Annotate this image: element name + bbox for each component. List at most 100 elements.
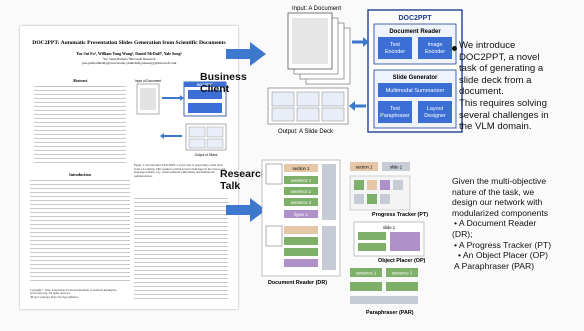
multimodal-summarizer-box	[378, 83, 452, 97]
research-label-line-1: Research	[220, 168, 268, 180]
business-client-label: Business Client	[200, 71, 247, 95]
dr-sentence-rows: sentence 1 sentence 2 sentence 3	[284, 176, 318, 206]
mini-output-label: Output of Slides	[195, 153, 218, 157]
business-label-line-1: Business	[200, 71, 247, 83]
text-paraphraser-label-2: Paraphraser	[380, 113, 410, 119]
research-label-line-2: Talk	[220, 180, 241, 192]
mini-system-label: DOC2PPT	[197, 83, 214, 87]
network-description: Given the multi-objective nature of the …	[452, 176, 551, 271]
mini-arrow-right-head	[180, 95, 184, 101]
dr-sentence-box	[284, 198, 318, 206]
copyright-line: Copyright © 2022, Association for the Ad…	[30, 289, 117, 296]
paper-authors: Tsu-Jui Fu¹, William Yang Wang¹, Daniel …	[76, 51, 182, 56]
par-token-box	[350, 268, 382, 277]
research-arrow-shape	[226, 198, 266, 222]
dr-doc-icon-2	[265, 225, 283, 247]
intro-line: We introduce	[459, 40, 516, 51]
op-object	[358, 243, 386, 251]
paper-affiliation-line: ¹UC Santa Barbara ²Microsoft Research	[102, 57, 156, 61]
text-encoder-label: Text	[390, 42, 400, 48]
op-slide-label: slide 1	[383, 225, 396, 230]
pt-cell	[380, 180, 390, 190]
introduction-text	[30, 180, 130, 284]
dr-doc-icon	[265, 163, 283, 185]
op-object	[358, 232, 386, 240]
op-label: Object Placer (OP)	[378, 258, 426, 264]
right-column-text	[134, 198, 228, 302]
research-talk-label: Research Talk	[220, 168, 267, 192]
dr-sentence-label: sentence 3	[291, 200, 312, 205]
network-line: nature of the task, we	[452, 186, 535, 197]
network-line: modularized components	[452, 207, 549, 218]
dr-figure-box-2	[284, 259, 318, 267]
par-token-box	[386, 268, 418, 277]
dr-figure-box	[284, 210, 318, 218]
paper-emails: {tsu-juifu,william}@cs.ucsb.edu {damcduf…	[81, 61, 177, 65]
intro-description: We introduce DOC2PPT, a novel task of ge…	[459, 40, 549, 133]
output-slide-3	[321, 91, 345, 107]
pt-slide-box	[382, 162, 410, 171]
intro-line: document.	[459, 86, 504, 98]
dr-sentence-label: sentence 1	[291, 178, 312, 183]
pt-cell	[354, 194, 364, 204]
paper-figure-1: Input of Document DOC2PPT Output of Slid…	[135, 79, 227, 157]
mini-output-slide-d	[206, 138, 224, 149]
intro-line: the VLM domain.	[459, 121, 532, 133]
system-to-output-arrowhead	[349, 101, 355, 111]
multimodal-summarizer-label: Multimodal Summarizer	[386, 88, 445, 94]
par-token-box	[350, 282, 382, 291]
intro-line: DOC2PPT, a novel	[459, 51, 540, 63]
output-slide-1	[271, 91, 295, 107]
network-line: Given the multi-objective	[452, 176, 547, 186]
pt-cell	[380, 194, 390, 204]
business-label-line-2: Client	[200, 83, 230, 95]
dr-encoder-box	[322, 164, 336, 220]
paper-page: DOC2PPT: Automatic Presentation Slides G…	[20, 26, 238, 309]
dr-section-label: section 1	[293, 166, 310, 171]
slide-generator-title: Slide Generator	[393, 75, 438, 81]
pt-cell	[367, 194, 377, 204]
component-item: • A Progress Tracker (PT)	[454, 239, 552, 250]
copyright-notice: Copyright © 2022, Association for the Ad…	[30, 289, 128, 299]
image-encoder-label-2: Encoder	[425, 49, 445, 55]
doc2ppt-system-title: DOC2PPT	[398, 15, 432, 22]
doc2ppt-overview-diagram: Input: A Document DOC2PPT Document Reade…	[267, 6, 463, 135]
pt-cell	[367, 180, 377, 190]
intro-line: several challenges in	[459, 109, 549, 121]
pt-cell	[393, 180, 403, 190]
output-slide-6	[321, 107, 345, 122]
text-encoder-box	[378, 37, 412, 59]
par-token-box	[386, 282, 418, 291]
introduction-heading: Introduction	[69, 172, 91, 177]
figure-caption: Figure 1: We introduce DOC2PPT, a novel …	[134, 163, 226, 178]
document-reader-title: Document Reader	[389, 29, 441, 35]
intro-line: This requires solving	[459, 97, 547, 109]
architecture-diagram: section 1 sentence 1 sentence 2 sentence…	[261, 159, 428, 316]
dr-sentence-box	[284, 187, 318, 195]
component-item: (DR);	[452, 228, 473, 239]
business-arrow-shape	[226, 42, 266, 66]
mini-reader-box	[188, 90, 222, 99]
dr-sentence-box-3	[284, 248, 318, 256]
input-page-text	[292, 18, 328, 64]
op-object	[390, 232, 420, 251]
image-encoder-label: Image	[428, 42, 443, 48]
component-item: • A Document Reader	[454, 218, 537, 229]
mini-input-label: Input of Document	[135, 79, 161, 83]
research-arrow	[226, 198, 266, 222]
paper-affiliations: ¹UC Santa Barbara ²Microsoft Research {t…	[28, 57, 230, 65]
text-paraphraser-box	[378, 101, 412, 123]
input-to-system-arrowhead	[363, 37, 369, 47]
business-arrow	[226, 42, 266, 66]
dr-section-box	[284, 164, 318, 172]
output-slide-2	[296, 91, 320, 107]
mini-output-slide-b	[206, 126, 224, 138]
component-item: • An Object Placer (OP)	[458, 250, 548, 261]
par-token-label: sentence 1	[356, 271, 377, 276]
mini-output-slide-c	[188, 138, 206, 149]
bullet-marker	[452, 46, 457, 51]
mini-system-header	[184, 82, 226, 87]
image-encoder-box	[418, 37, 452, 59]
output-slide-4	[271, 107, 295, 122]
